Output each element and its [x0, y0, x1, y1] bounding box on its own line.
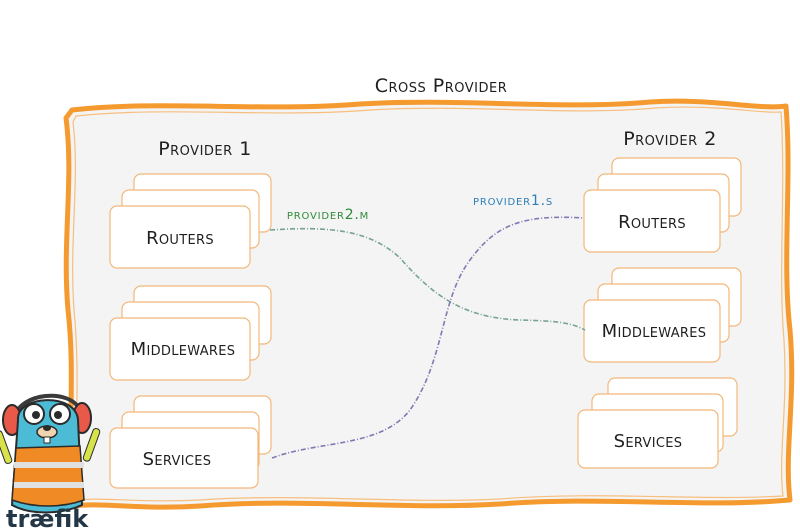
provider-2-middlewares-label: Middlewares — [602, 321, 707, 342]
provider-1-label: Provider 1 — [158, 138, 252, 160]
provider-1-services-stack: Services — [109, 395, 272, 489]
provider-2-services-label: Services — [614, 431, 683, 452]
link-provider1-s — [271, 216, 585, 459]
provider-1-middlewares-label: Middlewares — [131, 339, 236, 360]
diagram-title: Cross Provider — [375, 75, 508, 97]
provider-2-services-stack: Services — [577, 377, 738, 469]
provider-1-services-label: Services — [143, 449, 212, 470]
provider-1-middlewares-stack: Middlewares — [109, 285, 272, 381]
traefik-logo-text: træfik — [6, 505, 89, 532]
link-provider2-m — [269, 227, 586, 331]
provider-2-routers-stack: Routers — [583, 157, 742, 253]
provider-2-routers-label: Routers — [618, 212, 686, 233]
provider-1-routers-label: Routers — [146, 228, 214, 249]
link-label-provider1-s: provider1.s — [473, 193, 553, 209]
provider-2-label: Provider 2 — [623, 128, 717, 150]
provider-2-middlewares-stack: Middlewares — [583, 267, 742, 363]
traefik-gopher-mascot — [0, 393, 101, 514]
link-label-provider2-m: provider2.m — [287, 207, 369, 223]
provider-1-routers-stack: Routers — [109, 173, 272, 269]
